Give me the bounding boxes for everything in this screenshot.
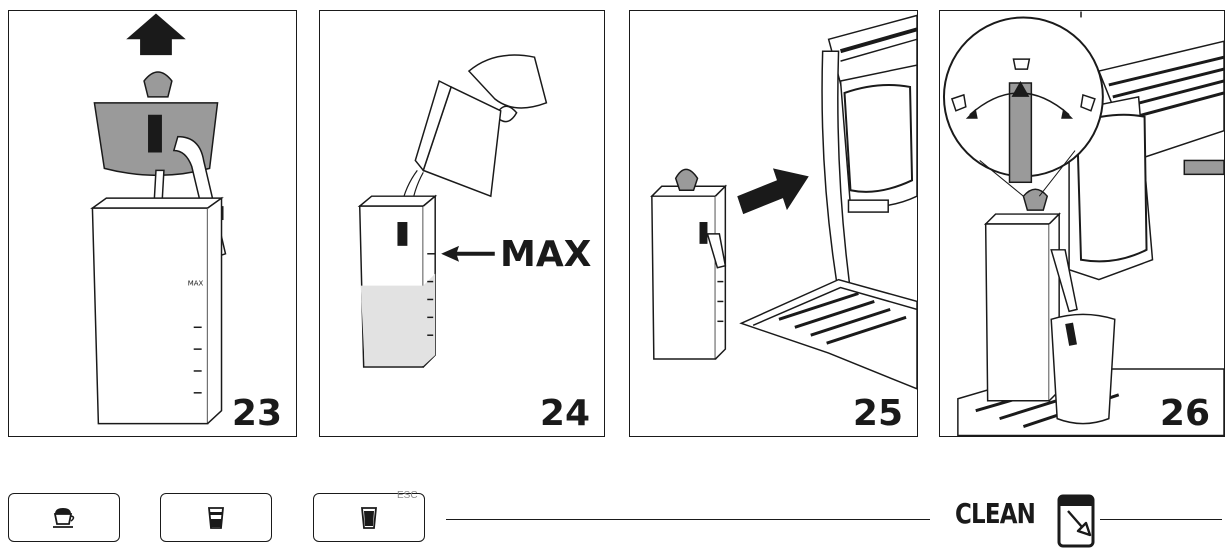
right-arrow-icon xyxy=(737,168,809,215)
divider-line xyxy=(1100,519,1222,520)
cup-with-foam-icon xyxy=(53,507,75,528)
hot-milk-button[interactable] xyxy=(313,493,425,542)
max-label: MAX xyxy=(500,234,592,275)
figure-25: 25 xyxy=(629,10,918,437)
esc-label: ESC xyxy=(397,490,418,501)
up-arrow-icon xyxy=(126,13,186,56)
carafe-insertion-illustration xyxy=(650,14,917,390)
clean-label: CLEAN xyxy=(955,497,1036,530)
svg-text:MAX: MAX xyxy=(188,280,204,288)
glass-layered-icon xyxy=(208,506,224,529)
figure-number: 26 xyxy=(1159,393,1210,434)
carafe-clean-icon xyxy=(1057,494,1095,548)
divider-line xyxy=(446,519,930,520)
figure-number: 23 xyxy=(231,393,282,434)
glass-icon xyxy=(361,506,377,529)
milk-carafe-lid-removal-illustration: MAX xyxy=(90,13,227,425)
figure-24: MAX 24 xyxy=(319,10,605,437)
milk-pouring-illustration xyxy=(357,54,548,368)
figure-23: MAX 23 xyxy=(8,10,297,437)
figure-26: 26 xyxy=(939,10,1225,437)
figure-number: 25 xyxy=(852,393,903,434)
latte-macchiato-button[interactable] xyxy=(160,493,272,542)
froth-knob-selection-illustration xyxy=(942,11,1224,436)
figure-number: 24 xyxy=(539,393,590,434)
left-arrow-icon xyxy=(441,245,495,262)
cappuccino-button[interactable] xyxy=(8,493,120,542)
